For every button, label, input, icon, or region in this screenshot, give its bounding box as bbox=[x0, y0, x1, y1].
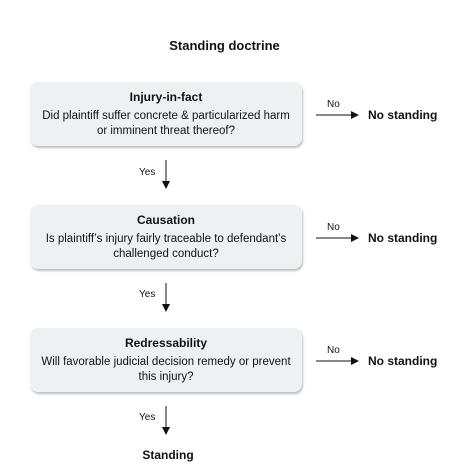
no-edge-label: No bbox=[327, 99, 340, 110]
step-heading: Redressability bbox=[124, 336, 208, 350]
yes-edge-label: Yes bbox=[139, 167, 156, 178]
no-standing-outcome: No standing bbox=[368, 354, 438, 368]
final-outcome-standing: Standing bbox=[142, 448, 194, 462]
no-edge-label: No bbox=[327, 345, 340, 356]
step-question: Is plaintiff’s injury fairly traceable t… bbox=[45, 233, 287, 260]
step-heading: Injury-in-fact bbox=[129, 90, 203, 104]
step-question: Did plaintiff suffer concrete & particul… bbox=[42, 110, 290, 137]
step-box-causation: Causation Is plaintiff’s injury fairly t… bbox=[30, 205, 302, 269]
step-heading: Causation bbox=[136, 213, 195, 227]
yes-edge-label: Yes bbox=[139, 412, 156, 423]
no-standing-outcome: No standing bbox=[368, 108, 438, 122]
step-box-redressability: Redressability Will favorable judicial d… bbox=[30, 328, 302, 392]
no-standing-outcome: No standing bbox=[368, 231, 438, 245]
no-edge-label: No bbox=[327, 222, 340, 233]
yes-edge-label: Yes bbox=[139, 289, 156, 300]
diagram-title: Standing doctrine bbox=[169, 38, 280, 53]
step-question: Will favorable judicial decision remedy … bbox=[41, 356, 291, 383]
step-box-injury-in-fact: Injury-in-fact Did plaintiff suffer conc… bbox=[30, 82, 302, 146]
